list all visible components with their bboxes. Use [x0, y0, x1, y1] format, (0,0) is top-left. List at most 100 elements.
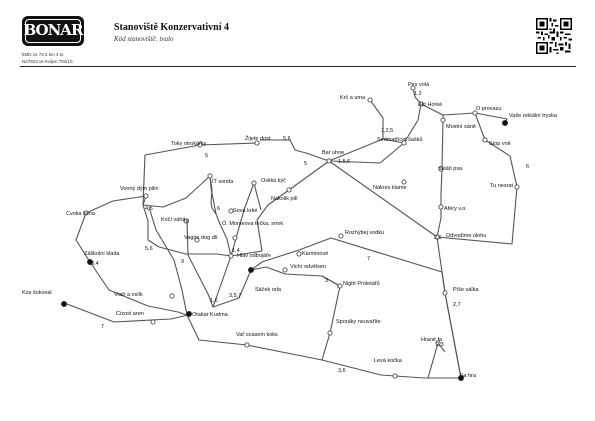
station-node	[251, 180, 257, 186]
station-lines-badge: 1,2	[414, 91, 422, 97]
station-odvodime-ulohu: Odvodíme úlohu 2,6	[434, 233, 486, 241]
station-var-ocasem-koks: Vař ocasem koks	[236, 332, 278, 348]
station-vichr-odvelsen: Vichr odvělsen	[282, 264, 326, 273]
line-number-label: 6	[526, 164, 529, 170]
station-node	[169, 293, 175, 299]
page-subtitle: Kód stanoviště: tvalo	[114, 35, 174, 43]
station-tu-nesrat: Tu nesrat	[490, 183, 520, 190]
station-node	[401, 140, 407, 146]
station-node	[327, 330, 333, 336]
station-node	[183, 218, 189, 224]
station-node	[440, 117, 446, 123]
station-lines-badge: 1,2,5	[381, 128, 393, 134]
station-vrah-a-oslik: Vrah a oslík	[114, 292, 175, 299]
station-node	[392, 373, 398, 379]
station-node	[61, 300, 68, 307]
station-label: Cvoka kena	[66, 211, 96, 217]
station-label: Stop vně	[489, 141, 511, 147]
station-osliku-kyc: Oslikú kýč	[251, 178, 286, 186]
station-label: Levá kočka	[374, 358, 403, 364]
station-label: Vagón dog dlí	[184, 235, 218, 241]
station-lines-badge: 2,6	[434, 235, 442, 241]
station-o-provazu: O provazu	[472, 106, 501, 116]
page-title: Stanoviště Konzervativní 4	[114, 22, 229, 33]
station-label: Vonný dým pilin	[120, 186, 159, 192]
station-node	[337, 283, 343, 289]
station-toky-otrokarky: Toky otrokářky	[171, 141, 207, 148]
station-sklati-psa: Sklátí psa	[438, 166, 463, 172]
station-lines-badge: 2,7	[453, 302, 461, 308]
station-node	[83, 210, 89, 216]
station-label: Mostní sáně	[446, 124, 476, 130]
qr-code-icon	[536, 18, 572, 54]
company-logo: BONAR	[22, 16, 84, 46]
station-nakres-klame: Nákres klame	[373, 179, 407, 191]
station-otakar-kudrna: Otakar Kudrna	[185, 310, 229, 318]
station-label: Vaše rektální tryska	[509, 113, 558, 119]
station-node	[286, 187, 292, 193]
station-sporaky-neuvarite: Sporáky neuvaříte	[327, 319, 381, 336]
station-it-sonda: ÍT sonda	[207, 173, 234, 185]
station-mostni-sane: Mostní sáně	[440, 117, 476, 130]
station-label: Kos šokoval	[22, 290, 52, 296]
station-label: Bar uhne	[322, 150, 344, 156]
station-lines-badge: 2,3	[436, 342, 444, 348]
station-label: Krč a uma	[340, 95, 366, 101]
station-node	[435, 340, 441, 346]
station-label: Rozhýbej vodku	[345, 230, 384, 236]
station-node	[438, 204, 444, 210]
station-label: Hlav odbojáře	[237, 253, 271, 259]
station-label: Záškolní kláda	[84, 251, 120, 257]
station-node	[442, 290, 448, 296]
station-label: Toky otrokářky	[171, 141, 207, 147]
station-label: Oslikú kýč	[261, 178, 286, 184]
station-node	[228, 253, 234, 259]
station-hrane-fa: Hrané fa2,3	[421, 337, 444, 348]
logo-frame	[25, 19, 81, 43]
station-node	[247, 266, 254, 273]
line-number-label: 5	[205, 153, 208, 159]
station-label: O provazu	[476, 106, 501, 112]
station-pes-vola: Pes volá 1,2	[408, 82, 430, 97]
station-node	[338, 233, 344, 239]
station-sova-krke: Sova krké	[228, 208, 257, 214]
station-label: Ó. Morseova tečka, smrk	[222, 220, 283, 227]
line-number-label: 4,5	[145, 206, 153, 212]
station-akt-horke: Akt Horké	[418, 101, 442, 108]
line-number-label: 6	[217, 206, 220, 212]
station-node	[228, 208, 234, 214]
station-cvoka-kena: Cvoka kena	[66, 210, 96, 217]
station-node	[401, 179, 407, 185]
line-number-label: 3,6	[338, 368, 346, 374]
station-label: Fa hra	[460, 373, 477, 379]
station-leva-kocka: Levá kočka	[374, 358, 403, 379]
line-number-label: 7	[101, 324, 104, 330]
station-label: Night Proletářů	[343, 280, 380, 287]
header-divider	[20, 66, 576, 67]
line-number-label: 3	[325, 278, 328, 284]
station-label: Odvodíme úlohu	[446, 233, 486, 239]
station-lines-badge: 5,6	[283, 136, 291, 142]
station-label: Vichr odvělsen	[290, 264, 326, 270]
station-label: Karminové	[302, 251, 328, 257]
station-label: Nákres klame	[373, 185, 407, 191]
station-lines-badge: 3,4	[91, 261, 99, 267]
station-node	[254, 140, 260, 146]
station-label: Píše válka	[453, 287, 479, 293]
station-node	[367, 97, 373, 103]
line-number-label: 9	[181, 259, 184, 265]
station-node	[457, 374, 464, 381]
station-node	[150, 319, 156, 325]
logo-text: BONAR	[23, 21, 84, 39]
station-vagon-dog-dli: Vagón dog dlí	[184, 235, 218, 243]
station-node	[482, 137, 488, 143]
station-hlav-odbojare: Hlav odbojáře	[228, 253, 271, 259]
station-nakolik-pili: Nakolik pilí	[271, 187, 298, 202]
station-label: Pes volá	[408, 82, 430, 88]
station-node	[87, 258, 94, 265]
line-number-label: 5	[304, 161, 307, 167]
